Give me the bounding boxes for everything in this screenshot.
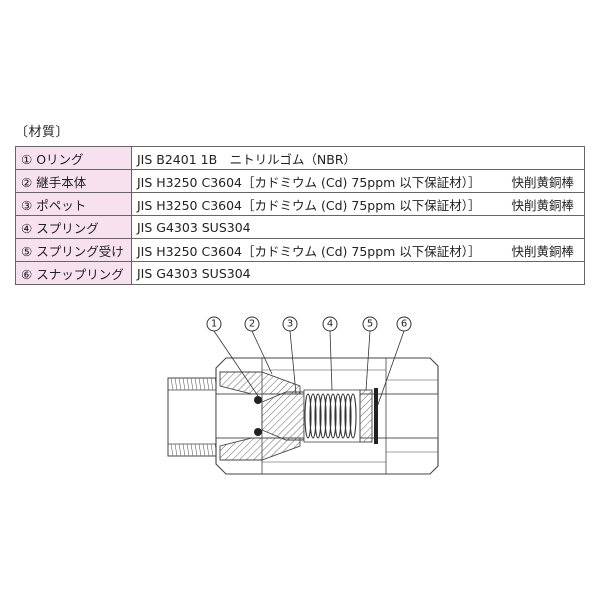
spec-note [574,149,578,168]
spec-note: 快削黄銅棒 [511,243,574,259]
spec-text: JIS H3250 C3604［カドミウム (Cd) 75ppm 以下保証材）］ [137,174,481,190]
table-row: ② 継手本体 JIS H3250 C3604［カドミウム (Cd) 75ppm … [15,169,585,193]
part-name: 継手本体 [36,174,87,190]
table-row: ④ スプリング JIS G4303 SUS304 [15,215,585,239]
spec-note [574,266,578,281]
table-row: ⑥ スナップリング JIS G4303 SUS304 [15,261,585,285]
callout-label: 3 [287,319,293,330]
table-row: ⑤ スプリング受け JIS H3250 C3604［カドミウム (Cd) 75p… [15,238,585,262]
callout-label: 6 [401,319,407,330]
callout-4: 4 [322,316,338,332]
spec-cell: JIS H3250 C3604［カドミウム (Cd) 75ppm 以下保証材）］… [131,169,585,193]
part-name-cell: ① Oリング [15,146,132,170]
callout-label: 2 [249,319,255,330]
threaded-end [167,377,218,457]
part-number: ③ [21,197,33,213]
spring [303,389,361,443]
part-name-cell: ⑤ スプリング受け [15,238,132,262]
part-name: ポペット [36,197,87,213]
part-name: Oリング [36,151,84,167]
spec-note [574,220,578,235]
spec-cell: JIS G4303 SUS304 [131,261,585,285]
o-ring [254,396,262,436]
callout-3: 3 [282,316,298,332]
callout-5: 5 [362,316,378,332]
callout-1: 1 [206,316,222,332]
part-name-cell: ④ スプリング [15,215,132,239]
spec-cell: JIS H3250 C3604［カドミウム (Cd) 75ppm 以下保証材）］… [131,192,585,216]
callout-2: 2 [244,316,260,332]
part-name-cell: ③ ポペット [15,192,132,216]
spec-text: JIS H3250 C3604［カドミウム (Cd) 75ppm 以下保証材）］ [137,197,481,213]
part-name: スナップリング [36,266,124,282]
leader-lines [213,330,405,411]
spec-note: 快削黄銅棒 [511,174,574,190]
part-name-cell: ⑥ スナップリング [15,261,132,285]
part-name-cell: ② 継手本体 [15,169,132,193]
spring-retainer [359,389,373,443]
spec-text: JIS H3250 C3604［カドミウム (Cd) 75ppm 以下保証材）］ [137,243,481,259]
part-number: ⑤ [21,243,33,259]
snap-ring [374,388,378,444]
table-row: ③ ポペット JIS H3250 C3604［カドミウム (Cd) 75ppm … [15,192,585,216]
spec-cell: JIS B2401 1B ニトリルゴム（NBR） [131,146,585,170]
part-number: ② [21,174,33,190]
spec-cell: JIS H3250 C3604［カドミウム (Cd) 75ppm 以下保証材）］… [131,238,585,262]
table-row: ① Oリング JIS B2401 1B ニトリルゴム（NBR） [15,146,585,170]
poppet [261,391,305,441]
coupling-cross-section-diagram: 1 2 3 4 5 6 [167,316,439,475]
spec-text: JIS B2401 1B ニトリルゴム（NBR） [137,151,357,167]
materials-section-title: 〔材質〕 [15,125,70,140]
spec-note: 快削黄銅棒 [511,197,574,213]
callout-label: 4 [327,319,333,330]
part-number: ④ [21,220,33,236]
spec-text: JIS G4303 SUS304 [137,219,251,235]
callout-label: 5 [367,319,373,330]
spec-text: JIS G4303 SUS304 [137,265,251,281]
spec-cell: JIS G4303 SUS304 [131,215,585,239]
callout-6: 6 [396,316,412,332]
materials-table: ① Oリング JIS B2401 1B ニトリルゴム（NBR） ② 継手本体 J… [15,146,585,285]
part-number: ① [21,151,33,167]
callout-label: 1 [211,319,217,330]
part-number: ⑥ [21,266,33,282]
part-name: スプリング [36,220,99,236]
part-name: スプリング受け [36,243,124,259]
